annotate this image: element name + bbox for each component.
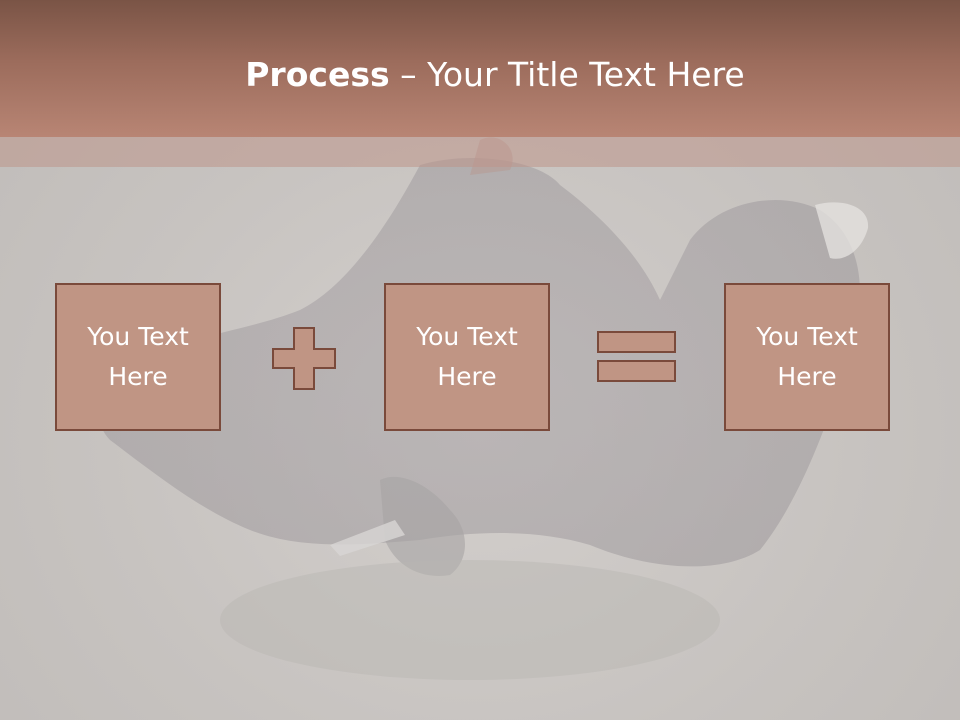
- title-underband: [0, 137, 960, 167]
- process-box-2[interactable]: You Text Here: [384, 283, 550, 431]
- process-box-2-label: You Text Here: [416, 322, 518, 391]
- slide-title[interactable]: Process – Your Title Text Here: [0, 52, 960, 98]
- equals-icon: [597, 331, 676, 382]
- plus-icon: [272, 327, 336, 390]
- process-box-1-label: You Text Here: [87, 322, 189, 391]
- process-box-3[interactable]: You Text Here: [724, 283, 890, 431]
- title-rest-text: – Your Title Text Here: [389, 55, 745, 94]
- process-box-3-label: You Text Here: [756, 322, 858, 391]
- process-box-1[interactable]: You Text Here: [55, 283, 221, 431]
- title-bold-text: Process: [245, 55, 390, 94]
- title-band: [0, 0, 960, 137]
